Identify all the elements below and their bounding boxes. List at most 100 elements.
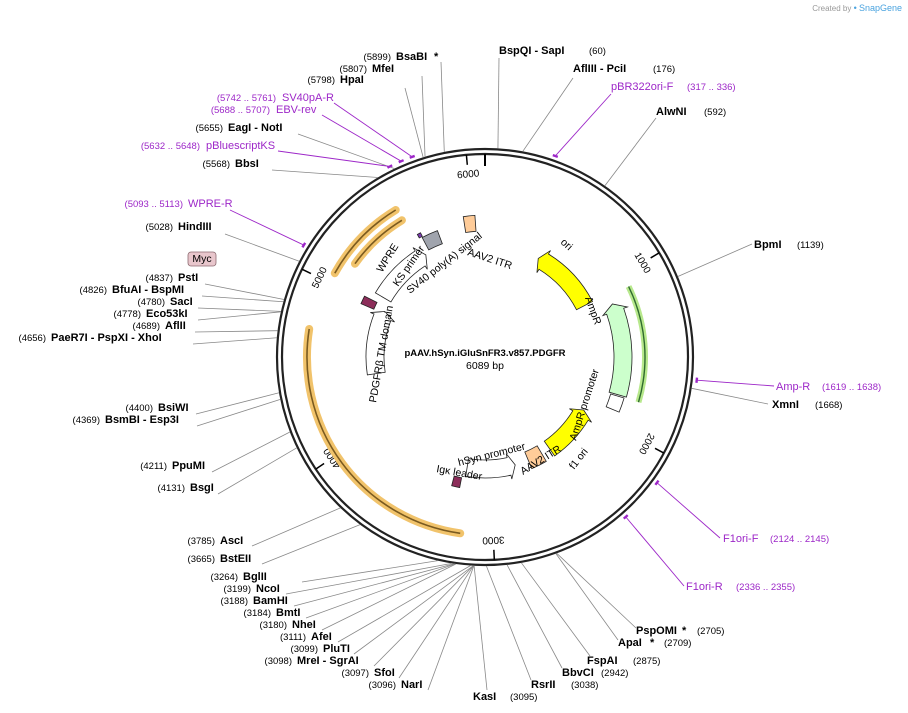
ruler-tick xyxy=(301,268,312,275)
primer-f1ori-f[interactable]: F1ori-F(2124 .. 2145) xyxy=(723,533,829,545)
site-name: BpmI xyxy=(754,239,782,251)
site-bsteii[interactable]: (3665)BstEII xyxy=(188,553,252,565)
site-bsabi[interactable]: (5899)BsaBI* xyxy=(364,51,439,63)
feature-pdgfrb-tm-domain[interactable] xyxy=(365,311,395,376)
site-alwni[interactable]: AlwNI(592) xyxy=(656,106,726,118)
site-pos: (4837) xyxy=(146,273,173,284)
primer-wpre-r[interactable]: (5093 .. 5113)WPRE-R xyxy=(125,198,233,210)
primer-leader-line xyxy=(696,379,775,387)
primer-pbluescriptks[interactable]: (5632 .. 5648)pBluescriptKS xyxy=(141,140,275,152)
site-bamhi[interactable]: (3188) BamHI xyxy=(221,595,288,607)
site-star: * xyxy=(650,637,655,649)
site-nari[interactable]: (3096) NarI xyxy=(369,679,423,691)
site-leader-line xyxy=(373,565,474,667)
feature-sv40-polya[interactable] xyxy=(421,230,443,251)
primer-f1ori-r[interactable]: F1ori-R(2336 .. 2355) xyxy=(686,581,795,593)
site-leader-line xyxy=(194,330,278,333)
feature-igk-leader[interactable] xyxy=(451,475,463,489)
site-leader-line xyxy=(285,562,452,595)
site-nhei[interactable]: (3180)NheI xyxy=(260,619,316,631)
site-saci[interactable]: (4780)SacI xyxy=(138,296,193,308)
feature-itr-right[interactable] xyxy=(524,445,547,470)
site-asci[interactable]: (3785)AscI xyxy=(188,535,244,547)
site-name: BfuAI - BspMI xyxy=(112,284,184,296)
feature-f1-ori[interactable] xyxy=(543,408,592,457)
plasmid-name: pAAV.hSyn.iGluSnFR3.v857.PDGFR xyxy=(404,348,565,359)
feature-ampr-promoter[interactable] xyxy=(605,393,625,413)
site-leader-line xyxy=(353,565,474,655)
site-leader-line xyxy=(555,553,619,641)
site-sfoi[interactable]: (3097)SfoI xyxy=(342,667,395,679)
site-pos: (3038) xyxy=(571,680,598,691)
site-bbsi[interactable]: (5568)BbsI xyxy=(203,158,259,170)
site-bmti[interactable]: (3184)BmtI xyxy=(244,607,301,619)
site-pos: (3111) xyxy=(280,632,306,643)
site-ncoi[interactable]: (3199)NcoI xyxy=(224,583,280,595)
site-name: Eco53kI xyxy=(146,308,188,320)
site-leader-line xyxy=(195,392,280,415)
primer-pos: (1619 .. 1638) xyxy=(822,382,881,393)
feature-hsyn-promoter[interactable] xyxy=(465,453,516,480)
site-leader-line xyxy=(506,564,563,669)
site-bfuai-bspmi[interactable]: (4826)BfuAI - BspMI xyxy=(80,284,185,296)
site-bsgi[interactable]: (4131)BsgI xyxy=(158,482,214,494)
site-paer7i-pspxi-xhoi[interactable]: (4656) PaeR7I - PspXI - XhoI xyxy=(19,332,162,344)
credit-prefix: Created by xyxy=(812,4,852,13)
site-name: HpaI xyxy=(340,74,364,86)
site-bbvci[interactable]: BbvCI(2942) xyxy=(562,667,628,679)
feature-wpre-inner[interactable] xyxy=(374,247,428,303)
site-mfei[interactable]: (5807)MfeI xyxy=(340,63,394,75)
site-afliii-pcii[interactable]: AflIII - PciI(176) xyxy=(573,63,675,75)
feature-itr-top[interactable] xyxy=(462,214,477,233)
site-fspai[interactable]: FspAI(2875) xyxy=(587,655,660,667)
site-name: PluTI xyxy=(323,643,350,655)
label-f1-ori: f1 ori xyxy=(567,446,591,472)
site-apai[interactable]: ApaI*(2709) xyxy=(618,637,691,649)
site-pluti[interactable]: (3099)PluTI xyxy=(291,643,350,655)
site-hpai[interactable]: (5798) HpaI xyxy=(308,74,364,86)
label-itr-top: AAV2 ITR xyxy=(466,246,514,272)
primer-ebv-rev[interactable]: (5688 .. 5707)EBV-rev xyxy=(211,104,317,116)
site-ppumi[interactable]: (4211)PpuMI xyxy=(140,460,205,472)
site-hindiii[interactable]: (5028)HindIII xyxy=(146,221,212,233)
site-name: NarI xyxy=(401,679,422,691)
site-pos: (5798) xyxy=(308,75,335,86)
primer-sv40pa-r[interactable]: (5742 .. 5761)SV40pA-R xyxy=(217,92,334,104)
feature-ori[interactable] xyxy=(536,250,594,311)
left-site-labels: (5899)BsaBI* (5807)MfeI (5798) HpaI (5655… xyxy=(19,51,439,691)
site-mrei-sgrai[interactable]: (3098)MreI - SgrAI xyxy=(265,655,359,667)
site-bsmbi-esp3i[interactable]: (4369)BsmBI - Esp3I xyxy=(73,414,179,426)
primer-pos: (2336 .. 2355) xyxy=(736,582,795,593)
site-aflii[interactable]: (4689)AflII xyxy=(133,320,186,332)
feature-tm-marker[interactable] xyxy=(360,295,378,310)
site-name: PaeR7I - PspXI - XhoI xyxy=(51,332,162,344)
site-pos: (4656) xyxy=(19,333,46,344)
feature-ampr[interactable] xyxy=(601,303,633,398)
primer-amp-r[interactable]: Amp-R(1619 .. 1638) xyxy=(776,381,881,393)
site-leader-line xyxy=(301,560,439,583)
site-bpmi[interactable]: BpmI(1139) xyxy=(754,239,824,251)
site-pspomi[interactable]: PspOMI*(2705) xyxy=(636,625,724,637)
site-afei[interactable]: (3111)AfeI xyxy=(280,631,332,643)
site-psti[interactable]: (4837)PstI xyxy=(146,272,199,284)
primer-pbr322ori-f[interactable]: pBR322ori-F(317 .. 336) xyxy=(611,81,736,93)
site-pos: (3188) xyxy=(221,596,248,607)
site-name: BamHI xyxy=(253,595,288,607)
site-pos: (3180) xyxy=(260,620,287,631)
site-bspqi-sapi[interactable]: BspQI - SapI(60) xyxy=(499,45,606,57)
primer-name: EBV-rev xyxy=(276,104,317,116)
primer-leader-line xyxy=(277,150,390,167)
myc-tag[interactable]: Myc xyxy=(187,251,217,267)
site-pos: (3096) xyxy=(369,680,396,691)
site-bglii[interactable]: (3264)BglII xyxy=(211,571,267,583)
site-rsrii[interactable]: RsrII(3038) xyxy=(531,679,598,691)
site-name: BbvCI xyxy=(562,667,594,679)
site-leader-line xyxy=(677,243,753,277)
site-eagi-noti[interactable]: (5655)EagI - NotI xyxy=(196,122,283,134)
feature-ks-primer[interactable] xyxy=(416,232,423,239)
site-eco53ki[interactable]: (4778)Eco53kI xyxy=(114,308,188,320)
site-kasi[interactable]: KasI(3095) xyxy=(473,691,537,703)
site-bsiwi[interactable]: (4400)BsiWI xyxy=(126,402,189,414)
primer-leader-line xyxy=(229,209,304,246)
site-xmni[interactable]: XmnI(1668) xyxy=(772,399,842,411)
